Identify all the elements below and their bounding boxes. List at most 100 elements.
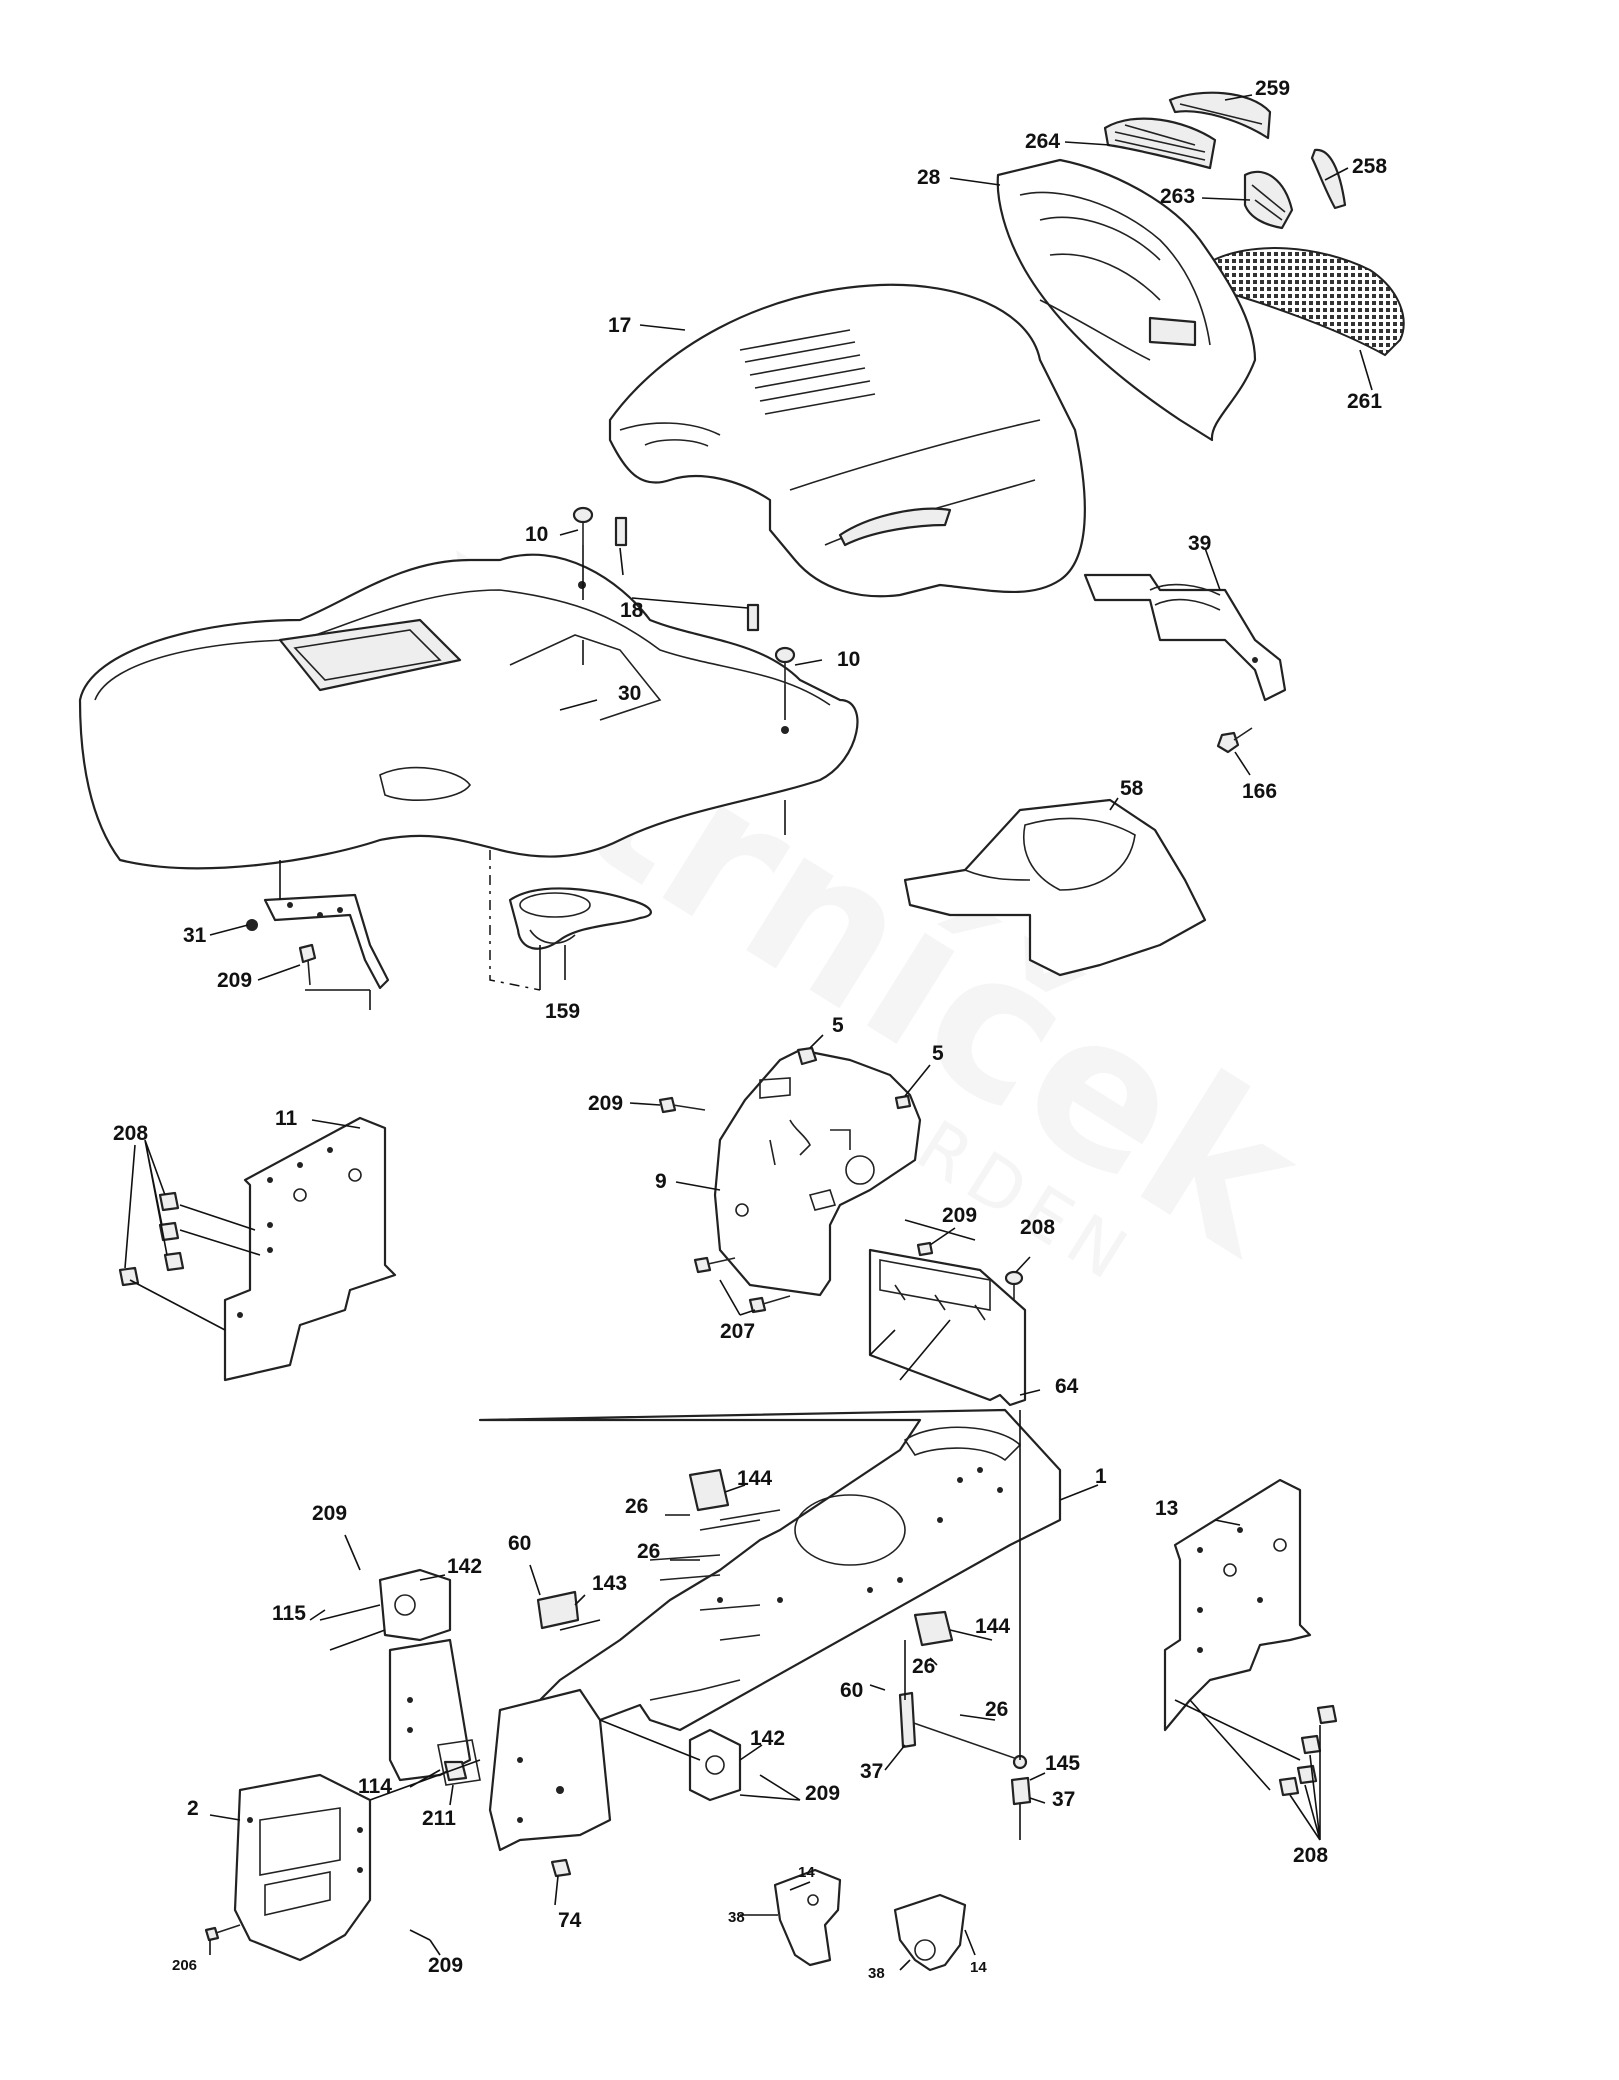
callout-14-left: 14 [798,1864,815,1881]
callout-10-left: 10 [525,523,548,546]
callout-37-right: 37 [1052,1788,1075,1811]
callout-261: 261 [1347,390,1382,413]
console-box-64 [868,1248,1027,1407]
nut-74 [550,1858,572,1878]
callout-5-left: 5 [832,1014,844,1037]
callout-17: 17 [608,314,631,337]
callout-2: 2 [187,1797,199,1820]
callout-142-upper: 142 [447,1555,482,1578]
callout-258: 258 [1352,155,1387,178]
pivot-bracket-142-upper [378,1568,452,1642]
callout-144-right: 144 [975,1615,1010,1638]
callout-labels: 259 264 258 28 263 17 261 10 18 10 30 39… [113,77,1387,1982]
callout-144-top: 144 [737,1467,772,1490]
callout-159: 159 [545,1000,580,1023]
hood-front-housing-28 [996,158,1257,442]
callout-166: 166 [1242,780,1277,803]
callout-209-bottom: 209 [428,1954,463,1977]
knob-5-right [894,1094,912,1110]
side-plate-13 [1163,1478,1312,1732]
callout-263: 263 [1160,185,1195,208]
callout-38-left: 38 [728,1909,745,1926]
callout-30: 30 [618,682,641,705]
callout-64: 64 [1055,1375,1079,1398]
callout-208-left: 208 [113,1122,148,1145]
callout-11: 11 [275,1107,298,1130]
callout-58: 58 [1120,777,1144,800]
fender-30 [78,553,859,870]
bolts-208-right [1278,1704,1338,1797]
callout-264: 264 [1025,130,1060,153]
hood-17 [608,283,1086,598]
callout-9: 9 [655,1170,667,1193]
callout-74: 74 [558,1909,582,1932]
callout-31: 31 [183,924,207,947]
grille-vent-264 [1103,117,1217,170]
hood-bracket-39 [1083,573,1287,702]
screw-206 [204,1924,241,1942]
headlight-263 [1243,170,1294,230]
pivot-bracket-142-lower [688,1728,742,1802]
front-bracket-assembly [388,1638,612,1852]
hood-top-trim-259 [1168,91,1272,140]
front-grille-mesh-261 [1208,247,1405,357]
callout-18: 18 [620,599,644,622]
callout-259: 259 [1255,77,1290,100]
clip-144-top [688,1468,730,1512]
callout-208-console: 208 [1020,1216,1055,1239]
bumper-2 [233,1773,372,1962]
assembly-lines [129,545,1301,1840]
callout-114: 114 [358,1775,392,1798]
callout-26-d: 26 [985,1698,1008,1721]
side-plate-11 [223,1116,397,1382]
bolt-166 [1216,727,1253,754]
callout-209-fender: 209 [217,969,252,992]
dash-panel-9 [713,1048,922,1297]
callout-60-top: 60 [508,1532,531,1555]
rod-145 [904,1719,1028,1770]
clip-144-right [913,1610,954,1647]
plate-143 [536,1590,580,1630]
callout-26-c: 26 [912,1655,935,1678]
bolt-10-right [774,646,796,685]
callout-115: 115 [272,1602,306,1625]
callout-14-right: 14 [970,1959,987,1976]
callout-143: 143 [592,1572,627,1595]
bolts-37 [898,1691,1032,1806]
bolts-208-left [118,1191,185,1287]
bolt-10-left [572,506,594,545]
callout-1: 1 [1095,1465,1107,1488]
callout-145: 145 [1045,1752,1080,1775]
bolt-208-console [1004,1270,1024,1300]
callout-26-a: 26 [625,1495,648,1518]
screws-209-dash [658,1096,706,1114]
callout-206: 206 [172,1957,197,1974]
callout-leaders [124,94,1373,1971]
callout-13: 13 [1155,1497,1178,1520]
callout-209-dash: 209 [588,1092,623,1115]
bumper-18 [614,516,760,632]
callout-209-upper: 209 [312,1502,347,1525]
bolt-209-fender [298,943,317,986]
clip-114 [437,1739,481,1786]
callout-208-right: 208 [1293,1844,1328,1867]
fender-bracket-31 [246,893,390,990]
callout-209-console: 209 [942,1204,977,1227]
callout-207: 207 [720,1320,755,1343]
callout-28: 28 [917,166,941,189]
callout-209-lower: 209 [805,1782,840,1805]
callout-37-left: 37 [860,1760,883,1783]
callout-211: 211 [422,1807,456,1830]
callout-10-right: 10 [837,648,860,671]
callout-38-right: 38 [868,1965,885,1982]
knob-5-left [796,1046,818,1066]
callout-142-lower: 142 [750,1727,785,1750]
callout-60-bottom: 60 [840,1679,863,1702]
bolt-209-console [916,1241,934,1257]
bracket-38-right [893,1893,967,1972]
callout-39: 39 [1188,532,1211,555]
screws-207 [693,1256,791,1314]
callout-26-b: 26 [637,1540,660,1563]
callout-5-right: 5 [932,1042,944,1065]
